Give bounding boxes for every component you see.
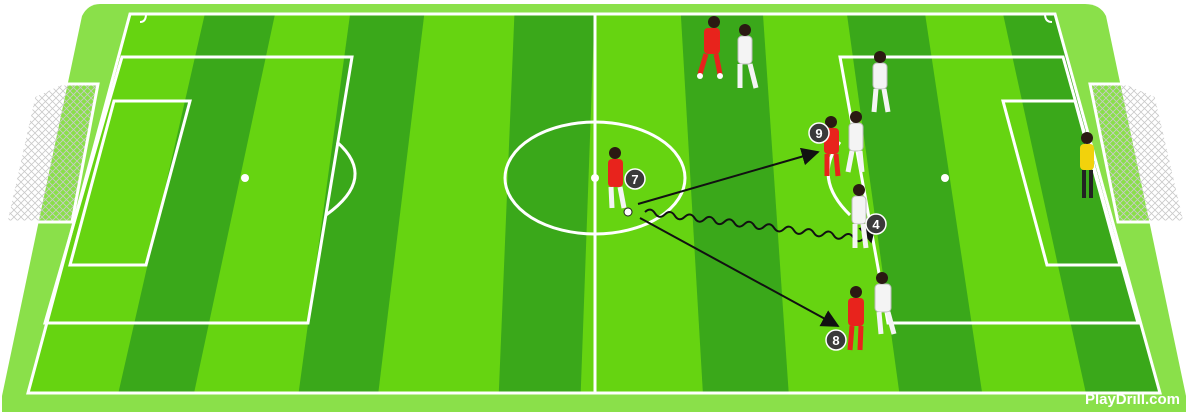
- svg-text:4: 4: [872, 217, 880, 232]
- badge-8: 8: [826, 330, 846, 350]
- left-penalty-spot: [241, 174, 249, 182]
- ball: [624, 208, 632, 216]
- badge-9: 9: [809, 123, 829, 143]
- right-penalty-spot: [941, 174, 949, 182]
- svg-text:8: 8: [832, 333, 839, 348]
- centre-spot: [591, 174, 599, 182]
- badge-4: 4: [866, 214, 886, 234]
- svg-text:7: 7: [631, 172, 638, 187]
- svg-text:9: 9: [815, 126, 822, 141]
- watermark: PlayDrill.com: [1085, 391, 1180, 408]
- badge-7: 7: [625, 169, 645, 189]
